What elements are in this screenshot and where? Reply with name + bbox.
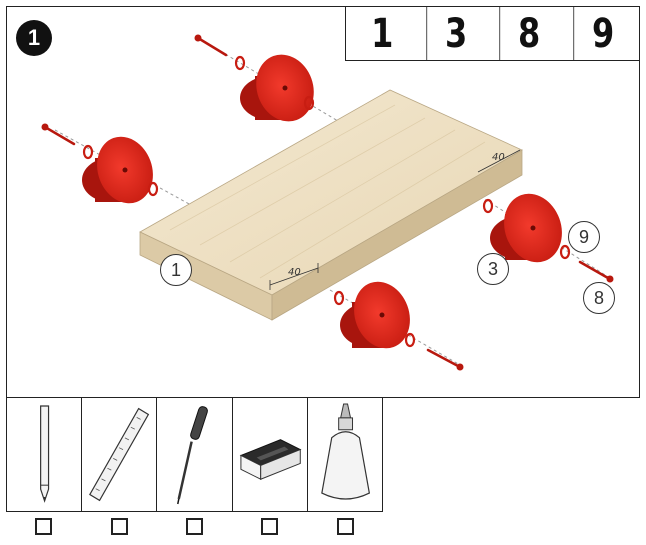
pencil-icon [40,405,50,503]
ruler-icon [89,407,150,502]
screwdriver-checkbox[interactable] [186,518,204,535]
ruler-checkbox[interactable] [110,518,128,535]
part-number: 8 [499,7,558,60]
part-number: 1 [371,10,394,57]
callout-wheel: 3 [477,253,509,285]
part-number: 3 [425,7,485,60]
tool-eraser [231,398,307,511]
washers [82,55,571,348]
callout-board: 1 [160,254,192,286]
assembly-step-panel [6,6,640,398]
glue-bottle-icon [321,403,370,500]
pencil-checkbox[interactable] [35,518,53,535]
wheel-back-left [240,54,314,122]
tool-pencil [7,398,81,511]
glue-checkbox[interactable] [336,518,354,535]
step-number-badge: 1 [16,20,52,56]
screwdriver-icon [177,406,209,505]
screws [43,36,610,368]
dimension-label-front: 40 [288,267,301,278]
eraser-icon [239,439,302,481]
wheel-front-left [82,136,153,204]
tool-ruler [81,398,156,511]
wooden-board: 40 40 [139,89,523,321]
tool-screwdriver [156,398,231,511]
callout-screw: 8 [583,282,615,314]
tool-glue [306,398,382,511]
assembly-illustration: 40 40 [41,34,614,371]
tool-checkboxes [6,518,383,535]
dimension-label-side: 40 [492,152,505,163]
tools-strip [6,398,383,512]
wheel-front-right [340,281,410,349]
wheel-back-right [490,193,562,263]
parts-list: 1 3 8 9 [345,6,640,61]
part-number: 9 [572,7,632,60]
callout-washer: 9 [568,221,600,253]
eraser-checkbox[interactable] [261,518,279,535]
